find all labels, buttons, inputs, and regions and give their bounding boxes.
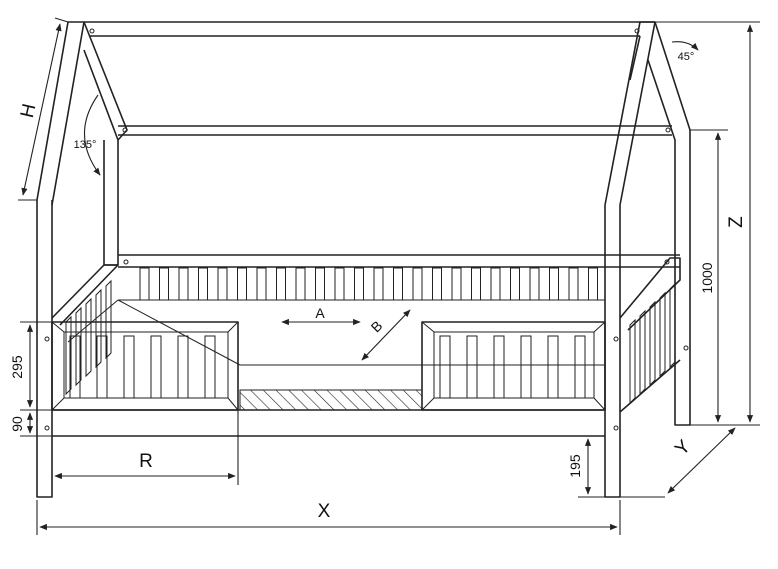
house-frame [36, 21, 691, 498]
back-slat [373, 267, 384, 301]
dimension-lines [18, 17, 760, 535]
label-1000: 1000 [699, 262, 715, 293]
guard-slat [123, 335, 135, 399]
left-side-rail [51, 264, 119, 396]
side-slat [95, 288, 102, 369]
front-guard-right [421, 321, 606, 411]
back-slat [315, 267, 325, 301]
back-slat [451, 267, 462, 301]
back-slat [588, 267, 598, 301]
front-guard-left [51, 321, 239, 411]
side-slat [75, 306, 82, 387]
back-slat [432, 267, 442, 301]
back-slat [295, 267, 306, 301]
back-slat [568, 267, 579, 301]
back-slat [393, 267, 403, 301]
back-slat [334, 267, 345, 301]
right-side-rail [619, 257, 681, 413]
guard-slat [493, 335, 505, 399]
label-195: 195 [567, 454, 583, 478]
label-90: 90 [9, 416, 25, 432]
side-slat [629, 318, 636, 405]
back-slat [276, 267, 286, 301]
guard-slat [150, 335, 162, 399]
guard-slat [177, 335, 189, 399]
guard-slat [466, 335, 478, 399]
label-y: Y [671, 436, 695, 460]
bottom-beam [52, 389, 605, 437]
guard-slat [204, 335, 216, 399]
back-slat [510, 267, 520, 301]
label-z: Z [726, 216, 747, 228]
side-slat [105, 279, 112, 360]
back-slat [549, 267, 559, 301]
back-slat [471, 267, 481, 301]
side-slat [639, 309, 646, 396]
side-slat [85, 297, 92, 378]
side-slat [65, 315, 72, 396]
guard-slat [96, 335, 108, 399]
label-angle-45: 45° [678, 51, 695, 63]
back-slat [529, 267, 540, 301]
guard-slat [547, 335, 559, 399]
guard-slat [520, 335, 532, 399]
back-slat [139, 267, 150, 301]
label-r: R [139, 451, 153, 472]
label-b: B [368, 318, 386, 336]
back-slat [256, 267, 267, 301]
back-slat [217, 267, 228, 301]
label-h: H [17, 102, 41, 120]
back-slat [159, 267, 169, 301]
label-x: X [318, 501, 331, 522]
side-slat [649, 300, 656, 387]
guard-slat [69, 335, 81, 399]
back-slat [490, 267, 501, 301]
back-slat [198, 267, 208, 301]
label-295: 295 [9, 355, 25, 379]
guard-slat [574, 335, 586, 399]
back-slat [412, 267, 423, 301]
side-slat [669, 282, 676, 369]
back-slat [354, 267, 364, 301]
label-angle-135: 135° [74, 139, 97, 151]
back-slat [237, 267, 247, 301]
back-slat [178, 267, 189, 301]
label-a: A [315, 305, 325, 321]
back-rail [118, 254, 680, 301]
side-slat [659, 291, 666, 378]
guard-slat [439, 335, 451, 399]
